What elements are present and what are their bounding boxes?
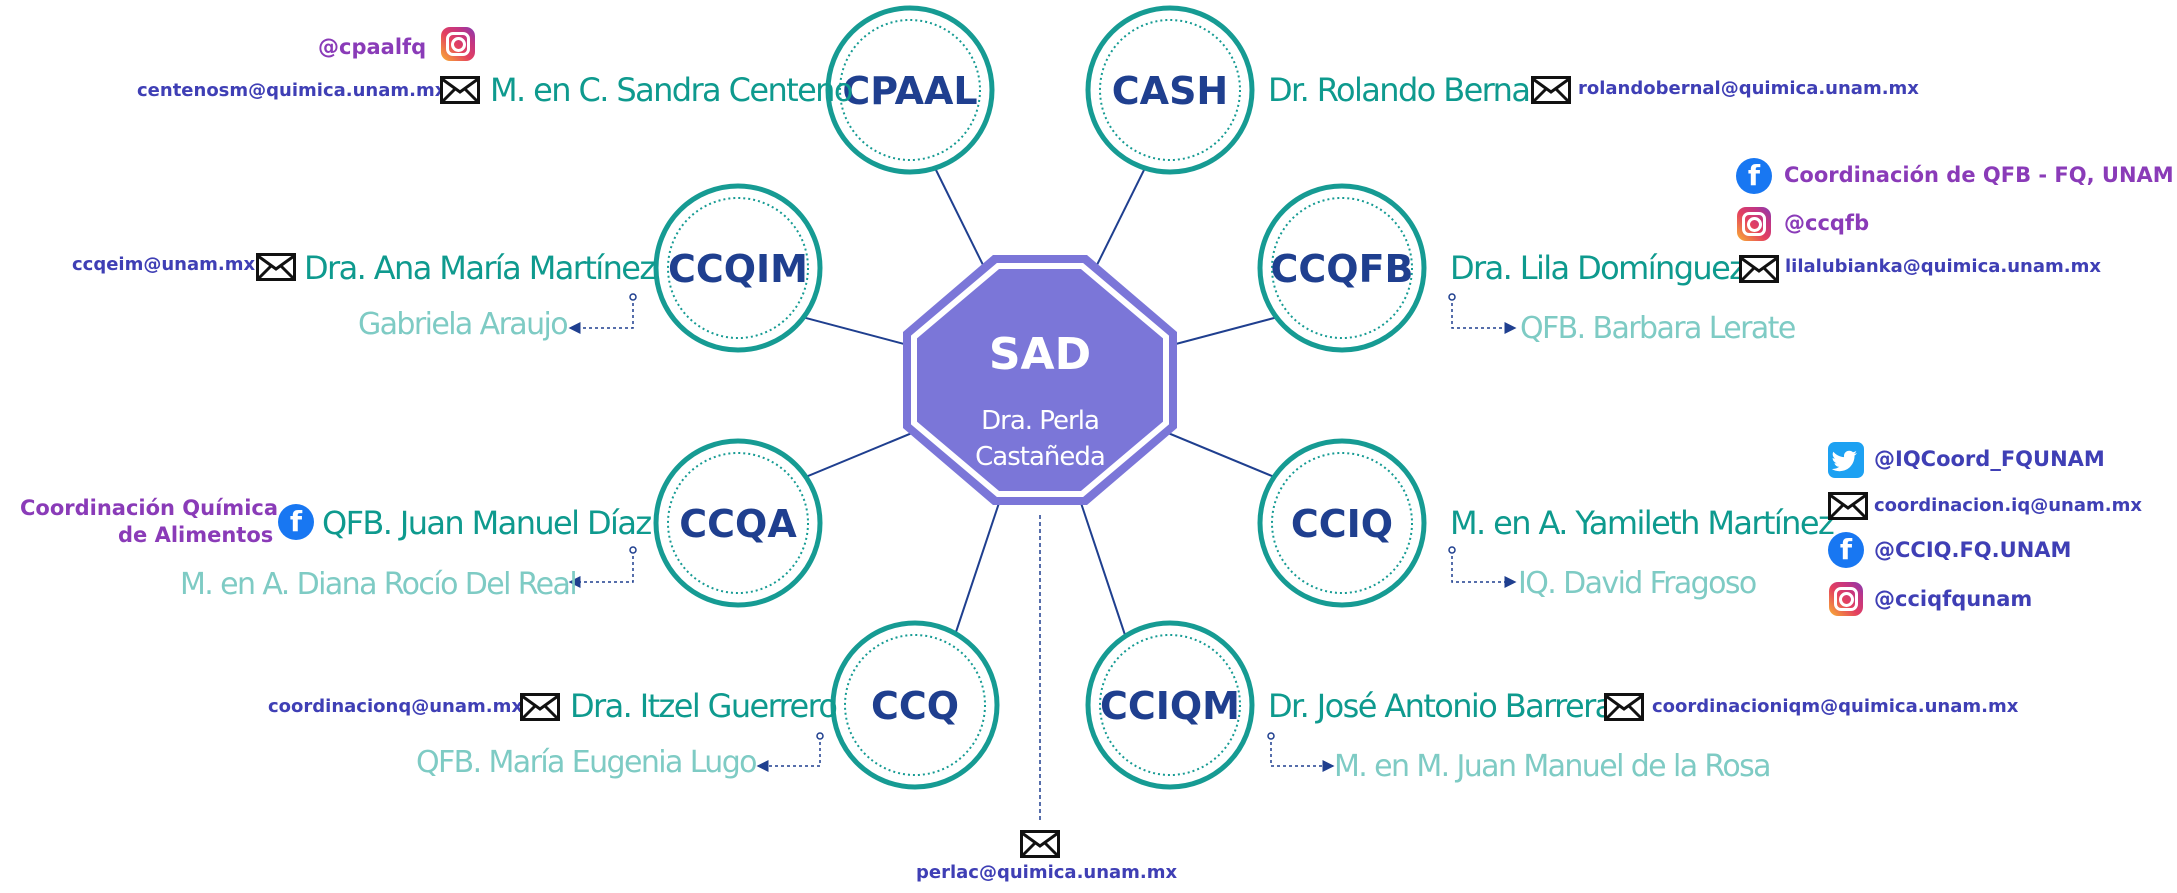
node-cciq: CCIQ: [1257, 438, 1427, 608]
cciqm-email[interactable]: coordinacioniqm@quimica.unam.mx: [1652, 696, 2019, 717]
ccqfb-coordinator-name: Dra. Lila Domínguez: [1450, 249, 1746, 287]
cciq-assistant-name: IQ. David Fragoso: [1518, 566, 1757, 601]
assistant-connectors: [568, 297, 1517, 772]
cpaal-instagram-handle[interactable]: @cpaalfq: [318, 35, 427, 59]
node-cash: CASH: [1085, 5, 1255, 175]
node-code: CCIQ: [1291, 502, 1393, 546]
cciqm-coordinator-name: Dr. José Antonio Barrera: [1268, 687, 1614, 725]
ccqim-email[interactable]: ccqeim@unam.mx: [72, 254, 256, 275]
node-cpaal: CPAAL: [825, 5, 995, 175]
node-ccqfb: CCQFB: [1257, 183, 1427, 353]
envelope-icon[interactable]: [1604, 693, 1644, 721]
node-code: CASH: [1112, 69, 1228, 113]
node-cciqm: CCIQM: [1085, 620, 1255, 790]
ccqa-assistant-name: M. en A. Diana Rocío Del Real: [180, 567, 578, 602]
cciq-facebook-page[interactable]: @CCIQ.FQ.UNAM: [1874, 538, 2072, 562]
cciq-twitter-handle[interactable]: @IQCoord_FQUNAM: [1874, 447, 2105, 471]
node-code: CCIQM: [1100, 684, 1240, 728]
instagram-icon[interactable]: [1737, 207, 1771, 241]
center-code: SAD: [989, 329, 1091, 380]
facebook-icon[interactable]: f: [1736, 158, 1772, 194]
center-name-line1: Dra. Perla: [981, 406, 1099, 436]
ccqfb-email[interactable]: lilalubianka@quimica.unam.mx: [1785, 256, 2101, 277]
center-name-line2: Castañeda: [975, 442, 1105, 472]
ccq-assistant-name: QFB. María Eugenia Lugo: [416, 745, 758, 780]
instagram-icon[interactable]: [1829, 582, 1863, 616]
envelope-icon[interactable]: [1020, 830, 1060, 858]
node-ccq: CCQ: [830, 620, 1000, 790]
ccqim-coordinator-name: Dra. Ana María Martínez: [304, 249, 656, 287]
node-code: CPAAL: [842, 69, 977, 113]
cciqm-assistant-name: M. en M. Juan Manuel de la Rosa: [1334, 749, 1772, 784]
ccqa-coordinator-name: QFB. Juan Manuel Díaz: [322, 504, 652, 542]
ccq-email[interactable]: coordinacionq@unam.mx: [268, 696, 523, 717]
twitter-icon[interactable]: [1828, 442, 1864, 478]
cciq-email[interactable]: coordinacion.iq@unam.mx: [1874, 495, 2142, 516]
envelope-icon[interactable]: [520, 693, 560, 721]
node-code: CCQ: [871, 684, 959, 728]
cash-coordinator-name: Dr. Rolando Bernal: [1268, 71, 1538, 109]
ccqfb-instagram-handle[interactable]: @ccqfb: [1784, 211, 1870, 235]
cpaal-email[interactable]: centenosm@quimica.unam.mx: [137, 80, 447, 101]
envelope-icon[interactable]: [440, 76, 480, 104]
facebook-icon[interactable]: f: [1828, 532, 1864, 568]
ccqa-facebook-line1[interactable]: Coordinación Química: [20, 496, 279, 520]
ccq-coordinator-name: Dra. Itzel Guerrero: [570, 687, 838, 725]
node-ccqim: CCQIM: [653, 183, 823, 353]
facebook-icon[interactable]: f: [278, 504, 314, 540]
cpaal-coordinator-name: M. en C. Sandra Centeno: [490, 71, 853, 109]
ccqfb-assistant-name: QFB. Barbara Lerate: [1520, 311, 1796, 346]
cash-email[interactable]: rolandobernal@quimica.unam.mx: [1578, 78, 1919, 99]
node-code: CCQFB: [1270, 247, 1413, 291]
ccqfb-facebook-page[interactable]: Coordinación de QFB - FQ, UNAM: [1784, 163, 2174, 187]
envelope-icon[interactable]: [256, 253, 296, 281]
envelope-icon[interactable]: [1531, 76, 1571, 104]
node-code: CCQIM: [668, 247, 808, 291]
envelope-icon[interactable]: [1828, 492, 1868, 520]
center-email[interactable]: perlac@quimica.unam.mx: [916, 862, 1178, 883]
ccqa-facebook-line2[interactable]: de Alimentos: [118, 523, 274, 547]
ccqim-assistant-name: Gabriela Araujo: [358, 307, 569, 342]
node-code: CCQA: [679, 502, 797, 546]
instagram-icon[interactable]: [441, 27, 475, 61]
envelope-icon[interactable]: [1739, 255, 1779, 283]
cciq-instagram-handle[interactable]: @cciqfqunam: [1874, 587, 2033, 611]
center-octagon: SAD Dra. Perla Castañeda: [903, 255, 1177, 505]
cciq-coordinator-name: M. en A. Yamileth Martínez: [1450, 504, 1835, 542]
node-ccqa: CCQA: [653, 438, 823, 608]
